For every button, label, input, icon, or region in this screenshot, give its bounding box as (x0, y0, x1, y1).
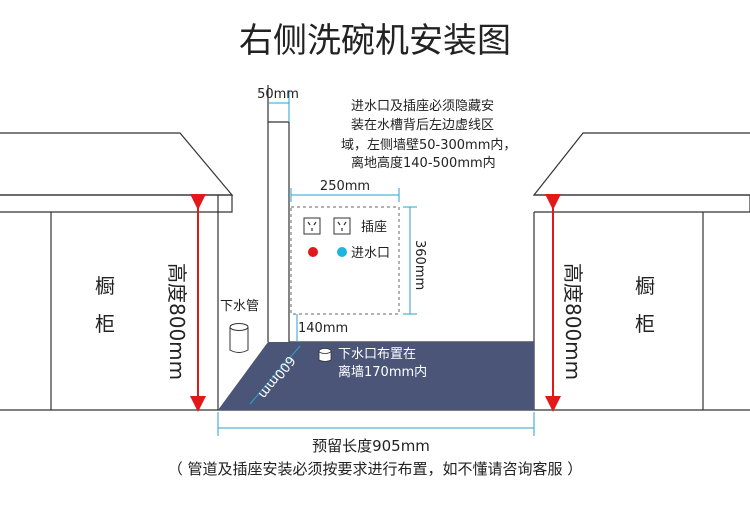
dim-140mm-label: 140mm (298, 321, 348, 336)
drain-pipe-icon (229, 323, 249, 353)
footer-note: （ 管道及插座安装必须按要求进行布置，如不懂请咨询客服 ） (168, 460, 583, 478)
right-cabinet: 橱 柜 高度800mm (532, 132, 750, 412)
dim-50mm-label: 50mm (257, 87, 299, 102)
floor: 600mm 下水口布置在 离墙170mm内 (218, 342, 534, 410)
height-label-right: 高度800mm (561, 263, 585, 380)
install-note: 进水口及插座必须隐藏安 装在水槽背后左边虚线区 域，左侧墙壁50-300mm内，… (341, 99, 516, 171)
reserve-length-label: 预留长度905mm (312, 437, 430, 455)
red-dot-icon (308, 247, 318, 257)
socket-icon-2 (333, 217, 351, 235)
floor-area (218, 342, 534, 410)
dim-250mm-label: 250mm (320, 179, 370, 194)
cabinet-left-label-1: 橱 (95, 274, 115, 298)
height-label-left: 高度800mm (165, 263, 189, 380)
drain-note-1: 下水口布置在 (338, 347, 416, 362)
socket-icon-1 (303, 217, 321, 235)
dashed-zone (290, 206, 400, 315)
dim-140mm: 140mm (296, 314, 348, 342)
note-line-1: 进水口及插座必须隐藏安 (351, 99, 494, 114)
note-line-2: 装在水槽背后左边虚线区 (351, 118, 494, 133)
note-line-3: 域，左侧墙壁50-300mm内， (341, 137, 516, 153)
cabinet-right-label-1: 橱 (635, 274, 655, 298)
drain-pipe: 下水管 (220, 299, 259, 353)
water-inlet-icon (337, 247, 347, 257)
socket-label: 插座 (361, 220, 387, 235)
cabinet-left-label-2: 柜 (95, 312, 115, 336)
dim-50mm: 50mm (257, 87, 299, 122)
dim-reserve: 预留长度905mm (217, 412, 535, 455)
note-line-4: 离地高度140-500mm内 (351, 155, 496, 171)
install-zone: 250mm 360mm 插座 进水口 (290, 179, 427, 315)
water-inlet-label: 进水口 (351, 246, 390, 261)
drain-pipe-label: 下水管 (220, 299, 259, 314)
dim-360mm-label: 360mm (412, 240, 427, 290)
page-title: 右侧洗碗机安装图 (239, 21, 511, 61)
drain-note-2: 离墙170mm内 (338, 364, 427, 380)
cabinet-right-label-2: 柜 (635, 312, 655, 336)
floor-drain-icon (318, 348, 332, 362)
